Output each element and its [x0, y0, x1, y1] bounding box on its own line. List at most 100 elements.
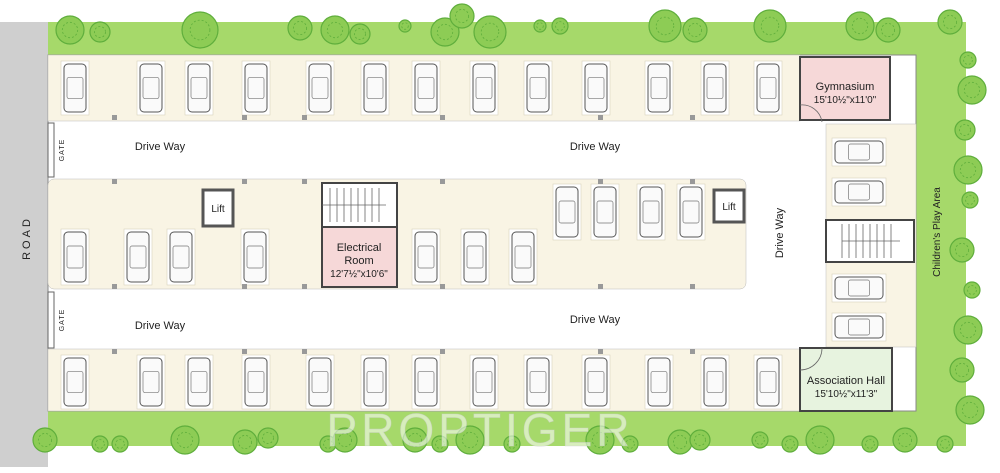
column [440, 179, 445, 184]
tree [682, 17, 708, 43]
tree [892, 427, 918, 453]
tree [648, 9, 682, 43]
column [112, 349, 117, 354]
parked-car [60, 60, 90, 116]
tree [585, 425, 615, 455]
parked-car [753, 354, 783, 410]
lift-label: Lift [722, 202, 736, 213]
electrical-room: Electrical Room 12'7½"x10'6" [321, 226, 398, 288]
parked-car [636, 183, 666, 241]
driveway-label: Drive Way [570, 314, 621, 326]
gate-top[interactable]: GATE [47, 122, 66, 178]
parked-car [166, 228, 196, 286]
parked-car [676, 183, 706, 241]
driveway-label: Drive Way [135, 320, 186, 332]
tree [949, 357, 975, 383]
tree [287, 15, 313, 41]
tree [232, 429, 258, 455]
tree [533, 19, 547, 33]
column [112, 115, 117, 120]
parked-car [644, 354, 674, 410]
parked-car [411, 228, 441, 286]
play-area-label: Children's Play Area [932, 187, 943, 277]
column [690, 179, 695, 184]
gymnasium-name: Gymnasium [816, 81, 875, 93]
parked-car [508, 228, 538, 286]
gymnasium: Gymnasium 15'10½"x11'0" [799, 56, 891, 123]
column [440, 284, 445, 289]
parked-car [831, 137, 887, 167]
tree [751, 431, 769, 449]
tree [473, 15, 507, 49]
tree [667, 429, 693, 455]
parked-car [831, 177, 887, 207]
tree [621, 435, 639, 453]
parked-car [136, 60, 166, 116]
column [112, 179, 117, 184]
parked-car [184, 354, 214, 410]
tree [961, 191, 979, 209]
column [302, 115, 307, 120]
parked-car [241, 60, 271, 116]
parked-car [411, 354, 441, 410]
tree [937, 9, 963, 35]
tree [455, 425, 485, 455]
tree [875, 17, 901, 43]
tree [89, 21, 111, 43]
road [0, 22, 48, 467]
tree [957, 75, 987, 105]
tree [257, 427, 279, 449]
parked-car [700, 354, 730, 410]
tree [181, 11, 219, 49]
parked-car [184, 60, 214, 116]
column [302, 349, 307, 354]
column [598, 179, 603, 184]
column [598, 115, 603, 120]
tree [753, 9, 787, 43]
association-hall-size: 15'10½"x11'3" [815, 389, 878, 400]
parked-car [644, 60, 674, 116]
road-label: ROAD [21, 216, 33, 260]
column [242, 284, 247, 289]
tree [936, 435, 954, 453]
parking-cars [60, 60, 887, 410]
gate-bottom[interactable]: GATE [47, 291, 66, 349]
column [690, 349, 695, 354]
tree [398, 19, 412, 33]
tree [781, 435, 799, 453]
parked-car [305, 354, 335, 410]
association-hall: Association Hall 15'10½"x11'3" [799, 347, 893, 412]
parked-car [552, 183, 582, 241]
tree [953, 315, 983, 345]
column [242, 115, 247, 120]
tree [551, 17, 569, 35]
column [242, 179, 247, 184]
staircase-right [825, 219, 915, 263]
column [242, 349, 247, 354]
gate-label: GATE [59, 309, 66, 332]
parked-car [60, 228, 90, 286]
column [598, 349, 603, 354]
gymnasium-size: 15'10½"x11'0" [814, 95, 877, 106]
tree [402, 427, 428, 453]
tree [319, 435, 337, 453]
column [440, 115, 445, 120]
parked-car [241, 354, 271, 410]
parked-car [360, 354, 390, 410]
electrical-room-name-line2: Room [344, 255, 373, 267]
trees [32, 3, 987, 455]
tree [449, 3, 475, 29]
parked-car [123, 228, 153, 286]
column [690, 284, 695, 289]
tree [91, 435, 109, 453]
parked-car [581, 60, 611, 116]
parked-car [305, 60, 335, 116]
tree [55, 15, 85, 45]
tree [954, 119, 976, 141]
column [598, 284, 603, 289]
association-hall-name: Association Hall [807, 375, 885, 387]
parked-car [411, 60, 441, 116]
parked-car [60, 354, 90, 410]
electrical-room-name: Electrical [337, 242, 382, 254]
